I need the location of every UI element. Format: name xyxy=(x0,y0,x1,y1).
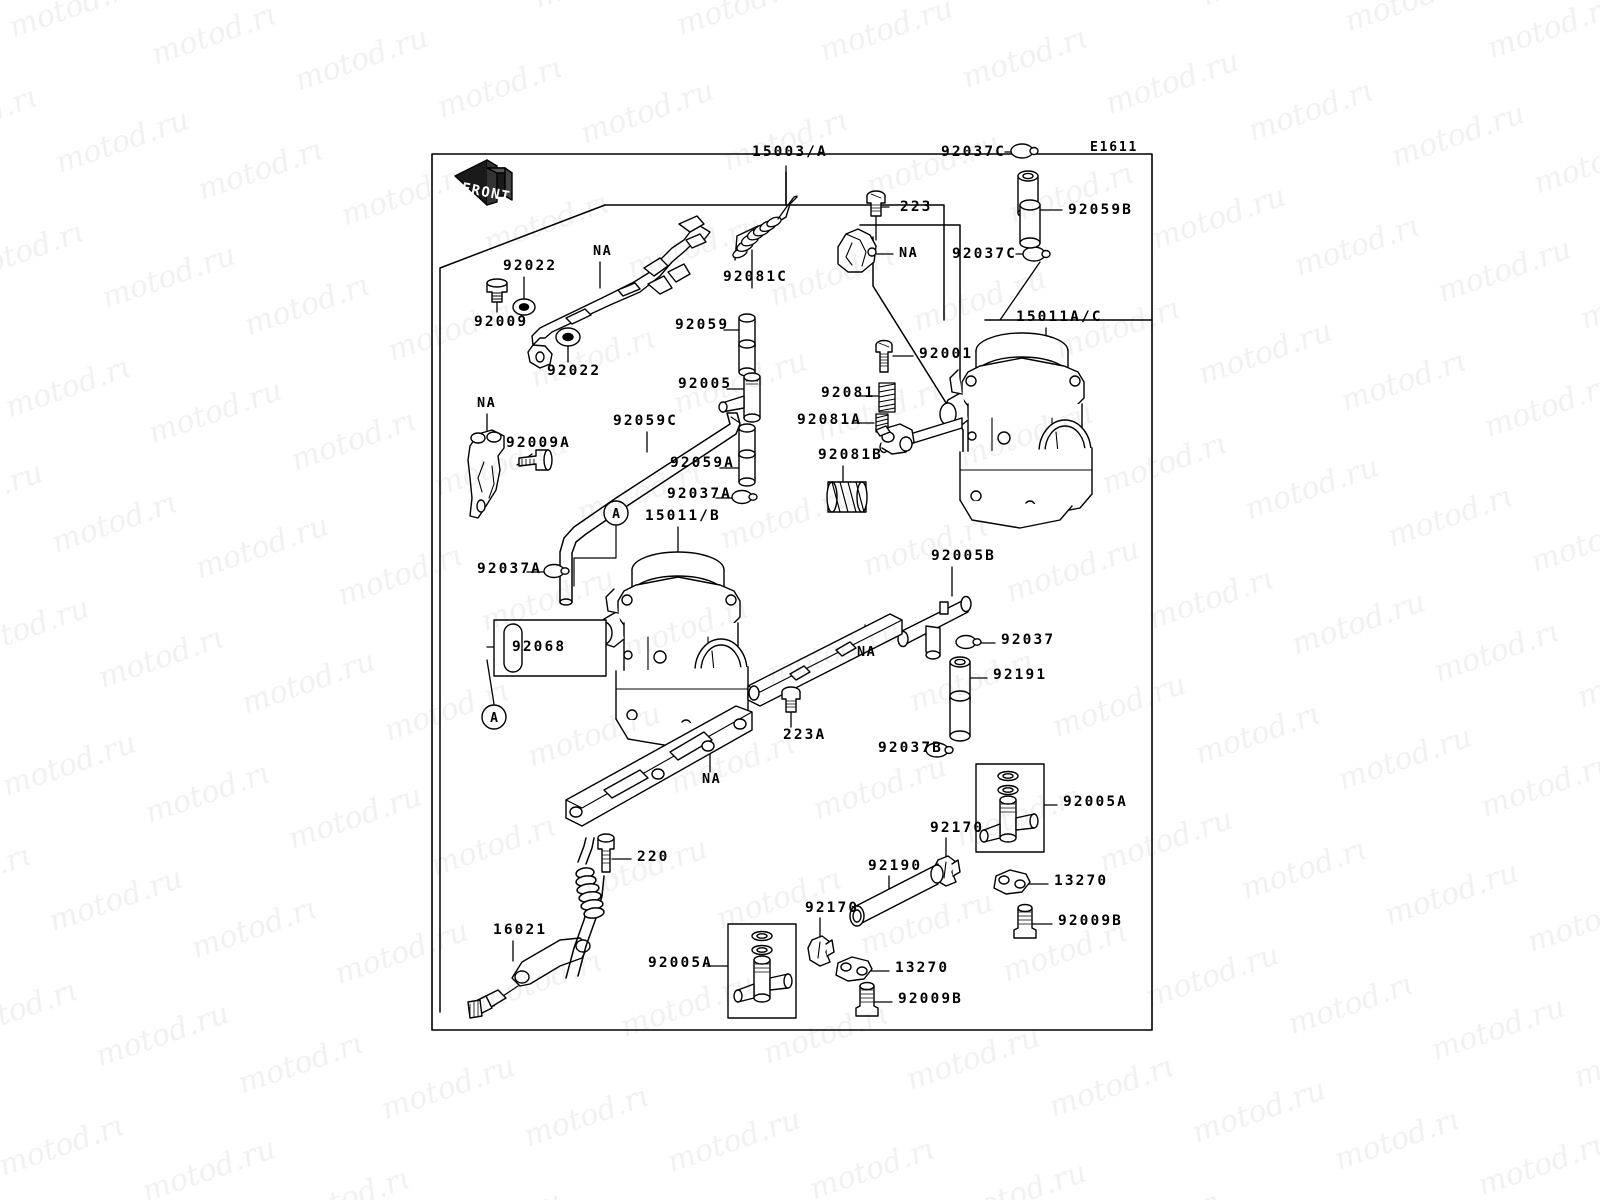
label-92170-lower: 92170 xyxy=(805,900,860,916)
label-92081A: 92081A xyxy=(797,412,862,428)
label-16021: 16021 xyxy=(493,922,548,938)
label-15003A: 15003/A xyxy=(752,144,828,160)
label-92009B-lower: 92009B xyxy=(898,991,963,1007)
label-na-linkage: NA xyxy=(593,243,613,259)
label-92037A-mid: 92037A xyxy=(667,486,732,502)
label-92009: 92009 xyxy=(474,314,529,330)
label-92037C-top: 92037C xyxy=(941,144,1006,160)
label-na-gasket: NA xyxy=(702,771,722,787)
label-92009B-upper: 92009B xyxy=(1058,913,1123,929)
label-92005A-lower: 92005A xyxy=(648,955,713,971)
label-92037C-mid: 92037C xyxy=(952,246,1017,262)
label-92068: 92068 xyxy=(512,639,567,655)
label-13270-lower: 13270 xyxy=(895,960,950,976)
label-13270-upper: 13270 xyxy=(1054,873,1109,889)
label-sheet-code: E1611 xyxy=(1090,140,1139,155)
label-220: 220 xyxy=(637,849,670,865)
label-92081: 92081 xyxy=(821,385,876,401)
label-92081B: 92081B xyxy=(818,447,883,463)
label-na-bracket-left: NA xyxy=(477,395,497,411)
label-92059B: 92059B xyxy=(1068,202,1133,218)
label-15011AC: 15011A/C xyxy=(1016,309,1103,325)
label-92190: 92190 xyxy=(868,858,923,874)
label-92170-upper: 92170 xyxy=(930,820,985,836)
label-223A: 223A xyxy=(783,727,827,743)
label-92022-upper: 92022 xyxy=(503,258,558,274)
label-92059C: 92059C xyxy=(613,413,678,429)
label-92081C: 92081C xyxy=(723,269,788,285)
label-92022-lower: 92022 xyxy=(547,363,602,379)
label-na-bracket-right: NA xyxy=(899,245,919,261)
label-92009A: 92009A xyxy=(506,435,571,451)
label-92005A-upper: 92005A xyxy=(1063,794,1128,810)
label-na-fuel-rail: NA xyxy=(857,644,877,660)
label-223: 223 xyxy=(900,199,933,215)
label-92005B: 92005B xyxy=(931,548,996,564)
label-92037: 92037 xyxy=(1001,632,1056,648)
label-15011B: 15011/B xyxy=(645,508,721,524)
label-92059A: 92059A xyxy=(670,455,735,471)
label-92037B: 92037B xyxy=(878,740,943,756)
label-92037A-left: 92037A xyxy=(477,561,542,577)
label-92001: 92001 xyxy=(919,346,974,362)
label-92059: 92059 xyxy=(675,317,730,333)
label-92191: 92191 xyxy=(993,667,1048,683)
label-92005: 92005 xyxy=(678,376,733,392)
